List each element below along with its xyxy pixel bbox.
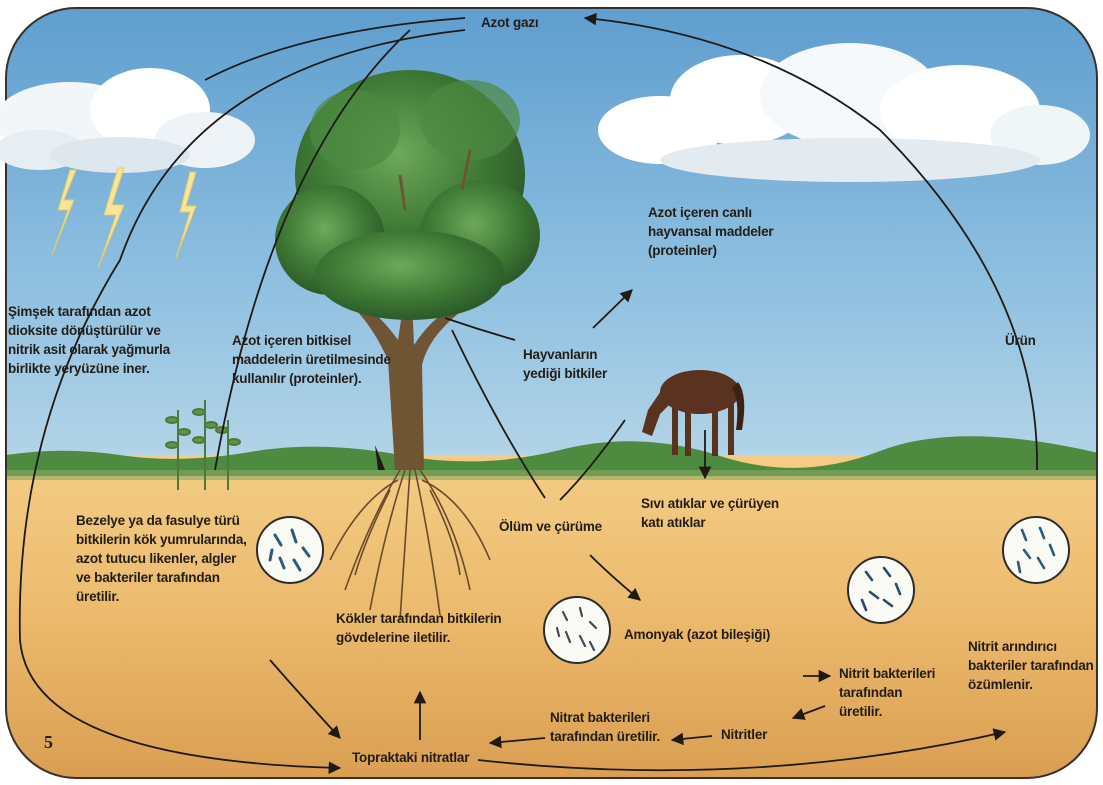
label-amonyak: Amonyak (azot bileşiği) — [624, 625, 770, 644]
label-bezelye: Bezelye ya da fasulye türü bitkilerin kö… — [76, 511, 276, 606]
label-sivi-atiklar: Sıvı atıklar ve çürüyen katı atıklar — [641, 494, 811, 532]
label-nitrit-arindirici: Nitrit arındırıcı bakteriler tarafından … — [968, 637, 1098, 694]
bacteria-circle-2 — [544, 597, 610, 663]
label-simsek: Şimşek tarafından azot dioksite dönüştür… — [8, 302, 208, 378]
label-kokler: Kökler tarafından bitkilerin gövdelerine… — [336, 609, 536, 647]
bacteria-circle-3 — [848, 557, 914, 623]
bacteria-circle-4 — [1003, 517, 1069, 583]
label-hayvanlarin-yedigi: Hayvanların yediği bitkiler — [523, 345, 643, 383]
label-azot-gazi: Azot gazı — [481, 13, 538, 32]
label-nitritler: Nitritler — [721, 725, 767, 744]
label-olum-ve-curume: Ölüm ve çürüme — [499, 517, 602, 536]
label-urun: Ürün — [1005, 331, 1036, 350]
label-nitrat-bakterileri: Nitrat bakterileri tarafından üretilir. — [550, 708, 690, 746]
label-bitkisel: Azot içeren bitkisel maddelerin üretilme… — [232, 331, 412, 388]
label-topraktaki-nitratlar: Topraktaki nitratlar — [352, 748, 469, 767]
label-nitrit-bakterileri: Nitrit bakterileri tarafından üretilir. — [839, 664, 959, 721]
label-hayvansal: Azot içeren canlı hayvansal maddeler (pr… — [648, 203, 808, 260]
page-mark: 5 — [44, 732, 53, 753]
